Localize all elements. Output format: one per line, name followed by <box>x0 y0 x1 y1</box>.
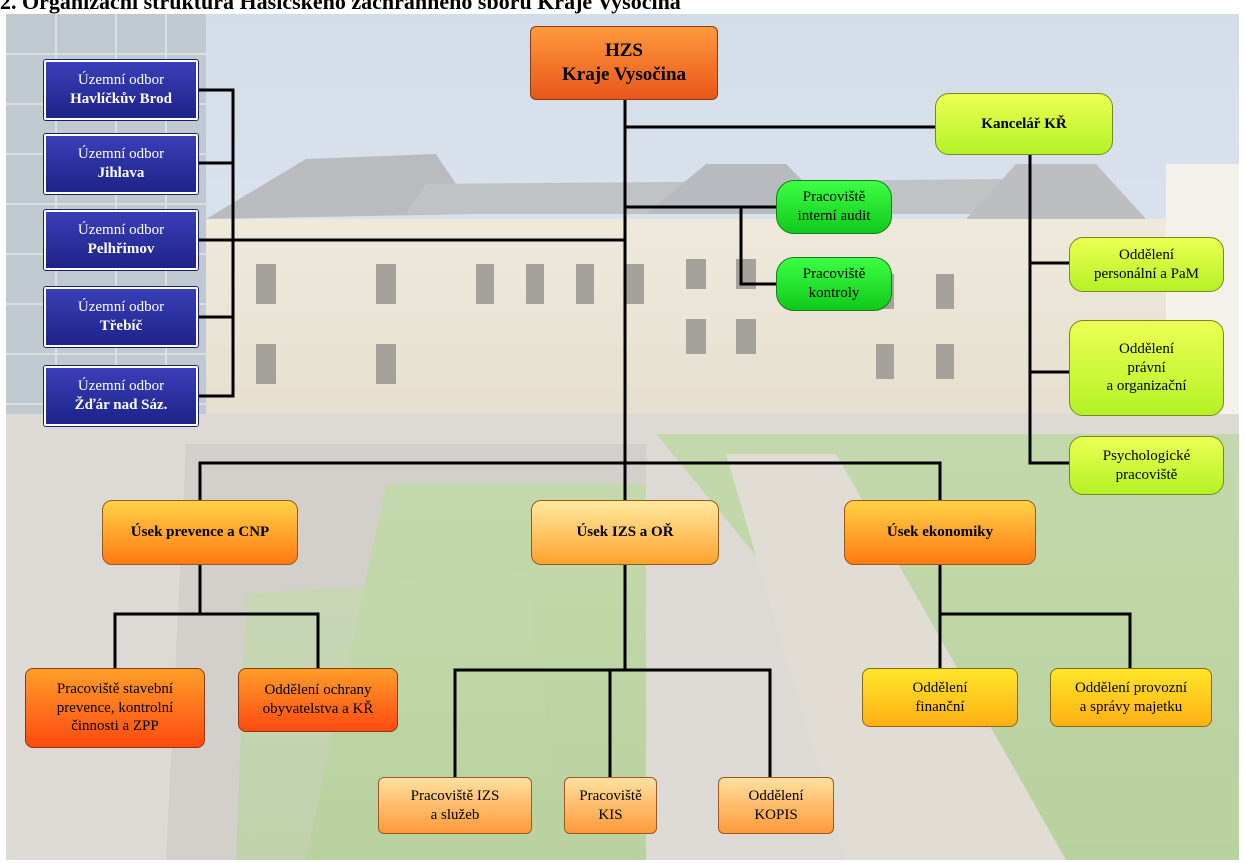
node-oddeleni-ochrany-obyvatelstva: Oddělení ochrany obyvatelstva a KŘ <box>238 668 398 732</box>
izs-sluzeb-line1: Pracoviště IZS <box>410 787 500 804</box>
provozni-line2: a správy majetku <box>1079 698 1183 715</box>
node-oddeleni-personalni: Oddělení personální a PaM <box>1069 237 1224 292</box>
kopis-line2: KOPIS <box>754 806 798 823</box>
node-uo-trebic: Územní odbor Třebíč <box>44 287 198 347</box>
node-uo-jihlava: Územní odbor Jihlava <box>44 134 198 194</box>
stavebni-line2: prevence, kontrolní <box>56 699 174 716</box>
pravni-line1: Oddělení <box>1119 340 1174 357</box>
stavebni-line3: činnosti a ZPP <box>71 718 159 735</box>
uo-label: Územní odbor <box>77 72 165 89</box>
ekonomiky-label: Úsek ekonomiky <box>886 524 994 541</box>
uo-label: Územní odbor <box>77 222 165 239</box>
node-oddeleni-financni: Oddělení finanční <box>862 668 1018 727</box>
stavebni-line1: Pracoviště stavební <box>56 680 174 697</box>
node-usek-izs: Úsek IZS a OŘ <box>531 500 719 565</box>
page-top-caption: 2. Organizační struktura Hasičského zách… <box>0 0 1245 14</box>
kontroly-line2: kontroly <box>808 285 860 301</box>
caption-text: 2. Organizační struktura Hasičského zách… <box>0 0 681 14</box>
uo-place: Žďár nad Sáz. <box>74 397 168 413</box>
uo-label: Územní odbor <box>77 378 165 395</box>
hzs-line1: HZS <box>604 40 644 62</box>
node-oddeleni-pravni: Oddělení právní a organizační <box>1069 320 1224 416</box>
uo-place: Pelhřimov <box>87 241 155 257</box>
audit-line2: interní audit <box>797 208 871 224</box>
node-kancelar-kr: Kancelář KŘ <box>935 93 1113 155</box>
audit-line1: Pracoviště <box>802 189 866 206</box>
node-uo-havlickuv-brod: Územní odbor Havlíčkův Brod <box>44 60 198 120</box>
node-pracoviste-izs-a-sluzeb: Pracoviště IZS a služeb <box>378 777 532 834</box>
provozni-line1: Oddělení provozní <box>1074 679 1188 696</box>
ochrany-line1: Oddělení ochrany <box>264 682 372 699</box>
psych-line1: Psychologické <box>1102 447 1191 464</box>
hzs-line2: Kraje Vysočina <box>561 64 687 85</box>
node-oddeleni-kopis: Oddělení KOPIS <box>718 777 834 834</box>
kopis-line1: Oddělení <box>748 787 804 804</box>
uo-place: Havlíčkův Brod <box>70 91 172 107</box>
node-uo-pelhrimov: Územní odbor Pelhřimov <box>44 210 198 270</box>
node-pracoviste-stavebni-prevence: Pracoviště stavební prevence, kontrolní … <box>25 668 205 748</box>
uo-place: Jihlava <box>97 165 145 181</box>
uo-label: Územní odbor <box>77 299 165 316</box>
kis-line2: KIS <box>598 806 623 823</box>
izs-sluzeb-line2: a služeb <box>430 806 480 823</box>
pravni-line2: právní <box>1127 359 1166 376</box>
node-psychologicke-pracoviste: Psychologické pracoviště <box>1069 436 1224 495</box>
uo-place: Třebíč <box>99 318 143 334</box>
node-oddeleni-provozni: Oddělení provozní a správy majetku <box>1050 668 1212 727</box>
node-pracoviste-kis: Pracoviště KIS <box>564 777 657 834</box>
personalni-line2: personální a PaM <box>1094 265 1199 282</box>
kontroly-line1: Pracoviště <box>802 266 866 283</box>
node-uo-zdar-nad-sazavou: Územní odbor Žďár nad Sáz. <box>44 366 198 426</box>
node-pracoviste-kontroly: Pracoviště kontroly <box>776 257 892 311</box>
izs-label: Úsek IZS a OŘ <box>576 524 674 541</box>
node-usek-ekonomiky: Úsek ekonomiky <box>844 500 1036 565</box>
financni-line2: finanční <box>915 698 965 715</box>
ochrany-line2: obyvatelstva a KŘ <box>262 701 374 717</box>
node-hzs-kraje-vysocina: HZS Kraje Vysočina <box>530 26 718 100</box>
prevence-label: Úsek prevence a CNP <box>130 524 270 541</box>
node-usek-prevence: Úsek prevence a CNP <box>102 500 298 565</box>
financni-line1: Oddělení <box>912 679 968 696</box>
personalni-line1: Oddělení <box>1119 246 1174 263</box>
kis-line1: Pracoviště <box>579 787 642 804</box>
uo-label: Územní odbor <box>77 146 165 163</box>
psych-line2: pracoviště <box>1115 466 1178 483</box>
node-pracoviste-interni-audit: Pracoviště interní audit <box>776 180 892 234</box>
kancelar-label: Kancelář KŘ <box>981 115 1067 132</box>
pravni-line3: a organizační <box>1106 378 1187 395</box>
